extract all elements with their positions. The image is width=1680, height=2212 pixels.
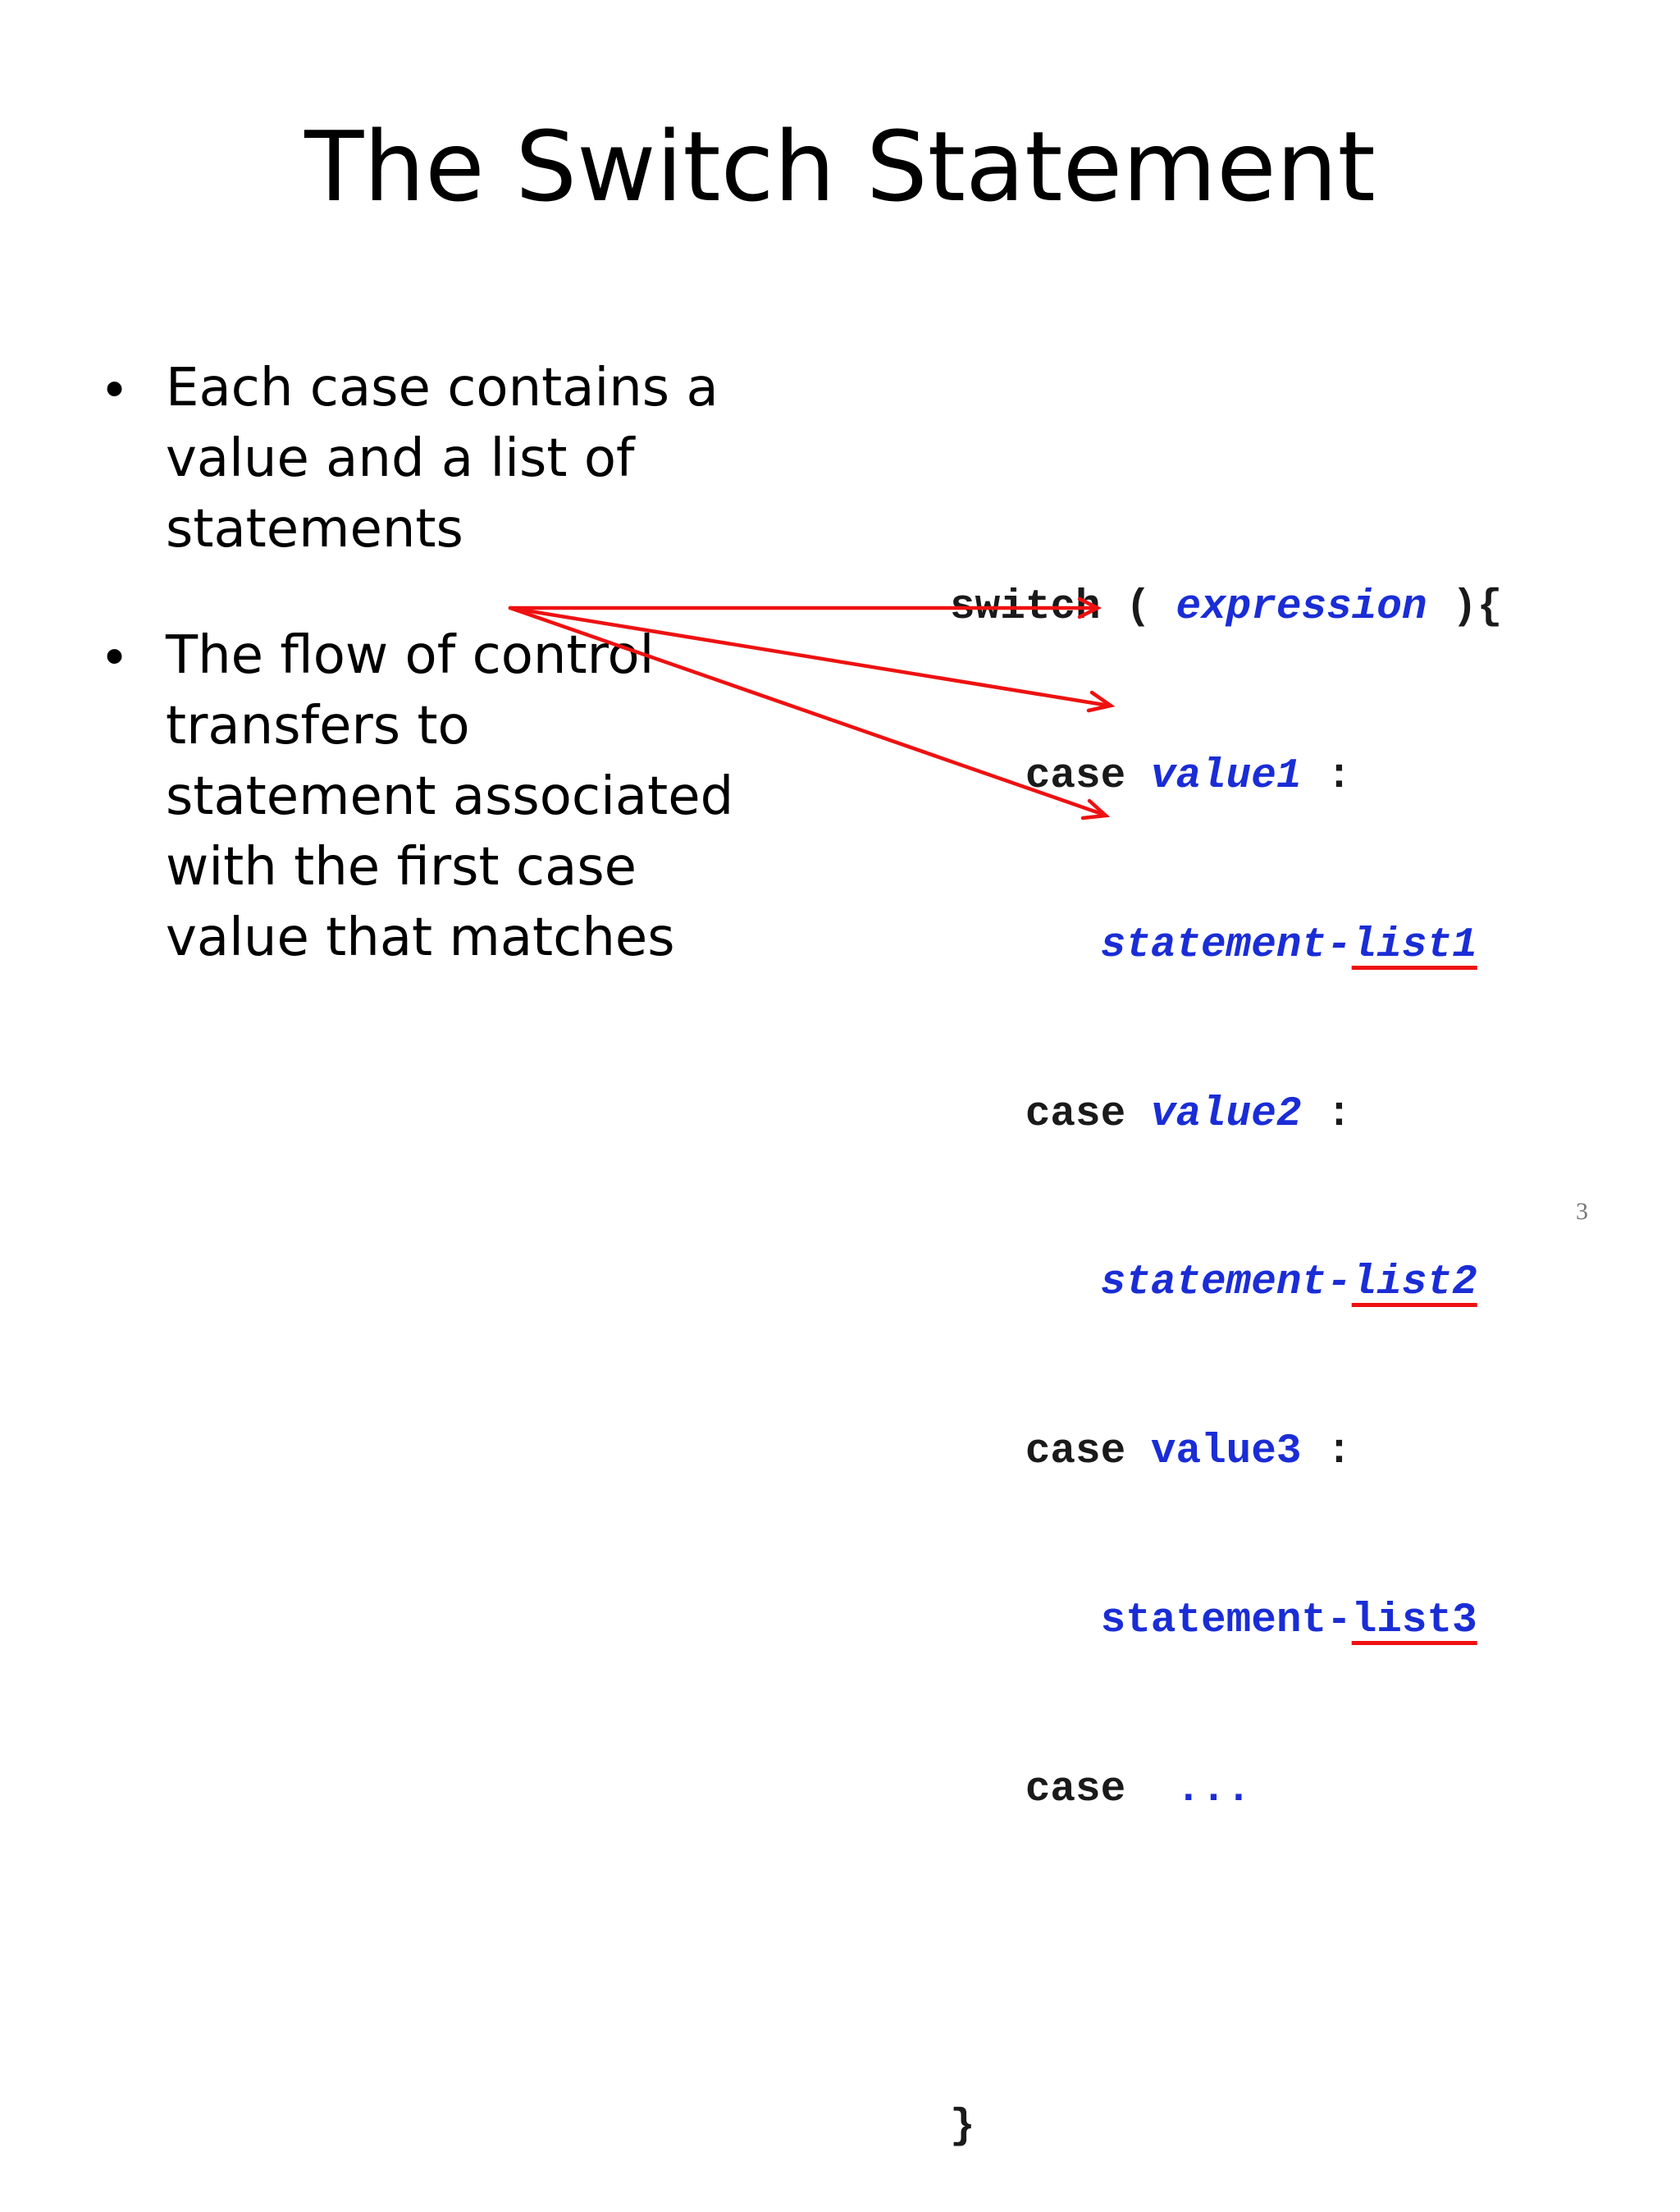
expression-placeholder: expression — [1176, 584, 1427, 632]
bullet-text: Each case contains a value and a list of… — [166, 358, 719, 560]
open-paren: ( — [1100, 584, 1176, 632]
page-number: 3 — [1576, 1198, 1588, 1225]
ellipsis: ... — [1176, 1766, 1252, 1813]
value3-placeholder: value3 — [1150, 1428, 1302, 1476]
code-line-case1: case value1 : — [950, 749, 1655, 806]
colon: : — [1301, 752, 1352, 800]
value1-placeholder: value1 — [1150, 752, 1302, 800]
code-line-case2: case value2 : — [950, 1087, 1655, 1144]
colon: : — [1301, 1428, 1352, 1476]
list1-underlined: list1 — [1351, 921, 1477, 969]
case-keyword: case — [1025, 1090, 1126, 1138]
case-keyword: case — [1025, 1428, 1126, 1476]
code-line-stmt1: statement-list1 — [950, 918, 1655, 975]
slide-title: The Switch Statement — [304, 110, 1376, 223]
bullet-item: • The flow of control transfers to state… — [98, 620, 738, 973]
statement-prefix: statement- — [1100, 1259, 1352, 1307]
code-line-stmt2: statement-list2 — [950, 1255, 1655, 1312]
bullet-dot-icon: • — [105, 358, 125, 418]
colon: : — [1301, 1090, 1352, 1138]
code-line-case-more: case ... — [950, 1762, 1655, 1819]
code-line-stmt3: statement-list3 — [950, 1593, 1655, 1650]
code-line-case3: case value3 : — [950, 1424, 1655, 1481]
bullet-list: • Each case contains a value and a list … — [98, 353, 738, 1029]
bullet-dot-icon: • — [105, 625, 125, 686]
arrowhead-2 — [1086, 690, 1116, 713]
code-line-close: } — [950, 2100, 1655, 2156]
bullet-item: • Each case contains a value and a list … — [98, 353, 738, 564]
arrow-to-statement-list3 — [508, 606, 1107, 817]
list3-underlined: list3 — [1351, 1597, 1477, 1644]
arrowhead-1 — [1077, 596, 1102, 619]
arrowhead-3 — [1080, 798, 1111, 820]
value2-placeholder: value2 — [1150, 1090, 1302, 1138]
case-keyword: case — [1025, 1766, 1126, 1813]
code-line-blank — [950, 1931, 1655, 1987]
bullet-text: The flow of control transfers to stateme… — [166, 625, 734, 968]
code-line-switch: switch ( expression ){ — [950, 580, 1655, 637]
statement-prefix: statement- — [1100, 921, 1352, 969]
closing-brace: } — [950, 2104, 975, 2151]
flow-arrows — [508, 596, 1116, 820]
arrow-to-statement-list2 — [508, 606, 1112, 708]
list2-underlined: list2 — [1351, 1259, 1477, 1307]
statement-prefix: statement- — [1100, 1597, 1352, 1644]
close-paren-brace: ){ — [1427, 584, 1503, 632]
